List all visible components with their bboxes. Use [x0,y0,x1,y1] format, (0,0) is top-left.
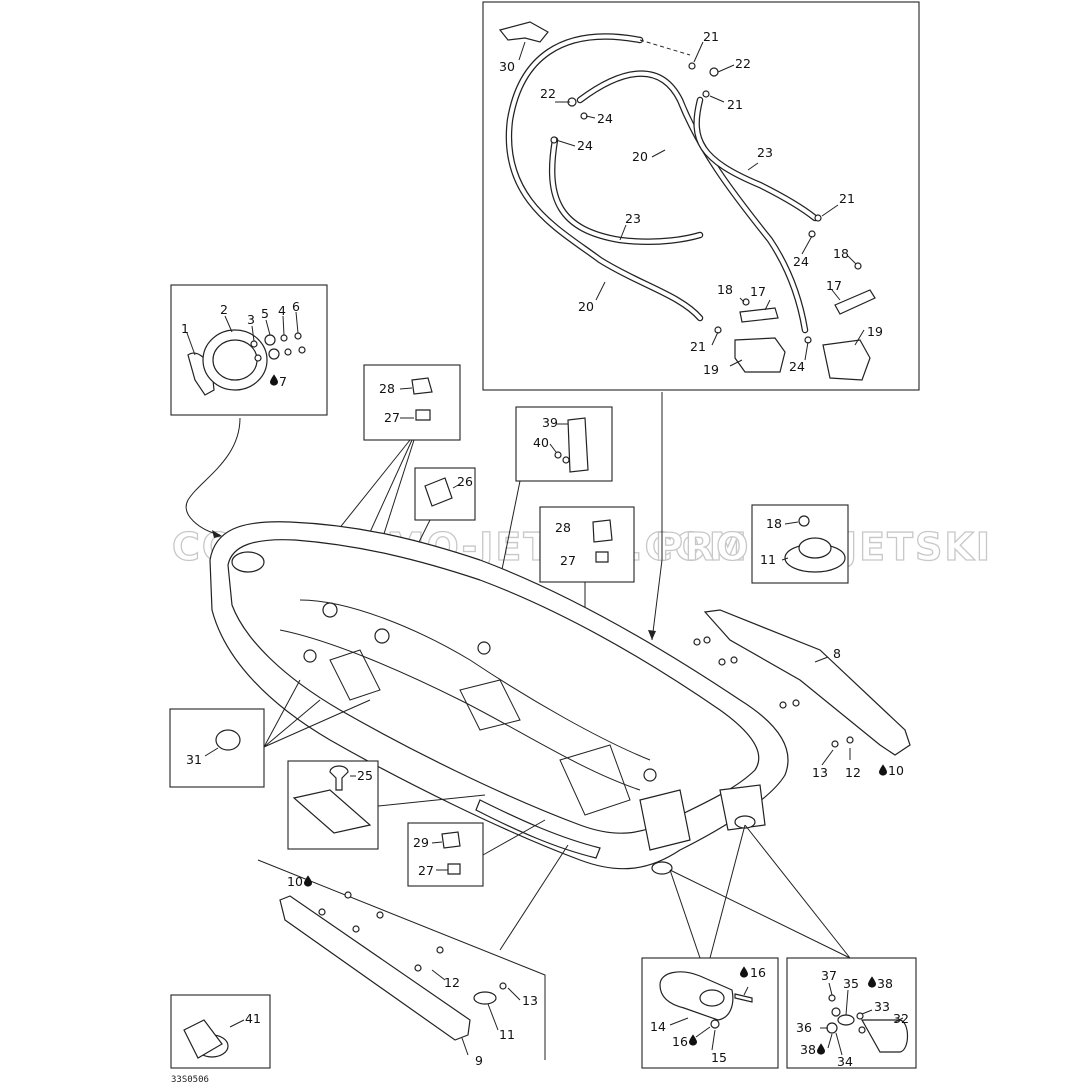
callout-37: 37 [821,968,837,983]
callout-28: 28 [379,381,395,396]
parts-box-29-27 [407,819,546,887]
callout-19: 19 [867,324,883,339]
callout-9: 9 [475,1053,483,1068]
callout-1: 1 [181,321,189,336]
callout-25: 25 [357,768,373,783]
callout-27: 27 [384,410,400,425]
parts-box-39-40 [485,406,613,649]
callout-8: 8 [833,646,841,661]
callout-29: 29 [413,835,429,850]
callout-21: 21 [727,97,743,112]
callout-27: 27 [418,863,434,878]
callout-23: 23 [757,145,773,160]
callout-12: 12 [845,765,861,780]
parts-box-41 [170,994,271,1069]
callout-17: 17 [750,284,766,299]
callout-24: 24 [793,254,809,269]
callout-11: 11 [760,552,776,567]
callout-5: 5 [261,306,269,321]
parts-box-25 [287,760,486,850]
drawing-code: 33S0506 [171,1075,209,1085]
callout-41: 41 [245,1011,261,1026]
callout-20: 20 [578,299,594,314]
callout-31: 31 [186,752,202,767]
callout-21: 21 [703,29,719,44]
callout-24: 24 [789,359,805,374]
callout-28: 28 [555,520,571,535]
hull [209,521,789,875]
callout-35: 35 [843,976,859,991]
callout-18: 18 [833,246,849,261]
callout-2: 2 [220,302,228,317]
rub-rail-8 [693,609,911,766]
callout-34: 34 [837,1054,853,1069]
callout-18: 18 [766,516,782,531]
callout-23: 23 [625,211,641,226]
callout-19: 19 [703,362,719,377]
callout-24: 24 [597,111,613,126]
callout-39: 39 [542,415,558,430]
drop-icon [304,875,312,887]
callout-22: 22 [540,86,556,101]
callout-4: 4 [278,303,286,318]
callout-16: 16 [672,1034,688,1049]
callout-32: 32 [893,1011,909,1026]
callout-21: 21 [839,191,855,206]
callout-10: 10 [287,874,303,889]
parts-box-27-28 [289,364,461,641]
callout-17: 17 [826,278,842,293]
callout-27: 27 [560,553,576,568]
rub-rail-9 [257,844,569,1060]
callout-14: 14 [650,1019,666,1034]
hose-assembly-box [482,1,920,391]
callout-16: 16 [750,965,766,980]
parts-box-1-7 [170,284,328,538]
callout-12: 12 [444,975,460,990]
callout-33: 33 [874,999,890,1014]
callout-38: 38 [877,976,893,991]
callout-26: 26 [457,474,473,489]
parts-box-14-16 [641,824,779,1069]
callout-21: 21 [690,339,706,354]
callout-18: 18 [717,282,733,297]
parts-box-18-11 [751,504,849,584]
callout-24: 24 [577,138,593,153]
parts-box-31 [169,679,371,788]
callout-36: 36 [796,1020,812,1035]
callout-30: 30 [499,59,515,74]
callout-10: 10 [888,763,904,778]
parts-box-32-38 [669,824,917,1069]
callout-20: 20 [632,149,648,164]
callout-13: 13 [522,993,538,1008]
callout-38: 38 [800,1042,816,1057]
drop-icon [879,764,887,776]
callout-13: 13 [812,765,828,780]
callout-15: 15 [711,1050,727,1065]
callout-11: 11 [499,1027,515,1042]
callout-3: 3 [247,312,255,327]
callout-40: 40 [533,435,549,450]
callout-6: 6 [292,299,300,314]
callout-22: 22 [735,56,751,71]
callout-7: 7 [279,374,287,389]
